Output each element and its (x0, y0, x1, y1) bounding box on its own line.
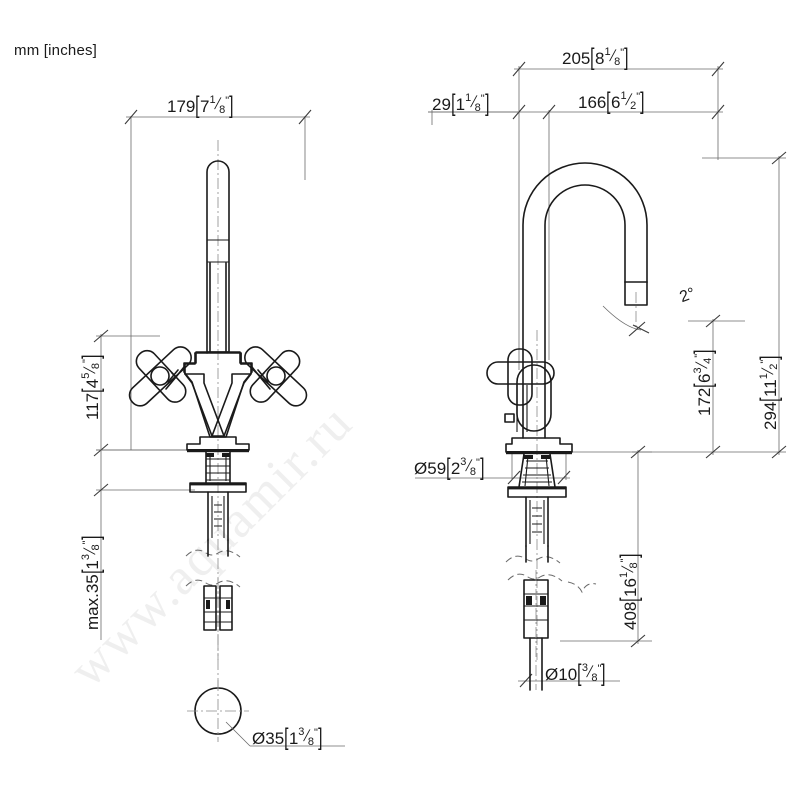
handle-side (486, 348, 555, 439)
dimension-spout-outlet-height: 172 [ 6 3/4 " ] (690, 349, 717, 416)
outlet-angle-annotation (602, 305, 650, 337)
hose-connector-side (507, 570, 597, 691)
handle-right (244, 346, 308, 407)
hose-connector-front (185, 578, 241, 640)
mounting-shank-side (505, 453, 567, 564)
dimension-overall-depth: 205 [ 8 1/8 " ] (562, 44, 629, 71)
dimension-base-diameter: Ø 59 [ 2 3/8 " ] (414, 454, 485, 481)
front-elevation-view (93, 109, 345, 747)
dimension-max-deck-thickness: max. 35 [ 1 3/8 " ] (78, 535, 105, 630)
dimension-overall-height: 294 [ 11 1/2 " ] (756, 355, 783, 430)
dimension-supply-connection-diameter: Ø 10 [ 3/8 " ] (545, 660, 606, 687)
dimension-handle-height: 117 [ 4 5/8 " ] (78, 354, 105, 420)
gooseneck-spout (522, 162, 648, 371)
handle-left (128, 346, 192, 407)
side-elevation-view (415, 61, 787, 691)
dimension-hole-diameter: Ø 35 [ 1 3/8 " ] (252, 724, 323, 751)
mounting-shank-front (185, 451, 247, 558)
dimension-spout-projection: 166 [ 6 1/2 " ] (578, 88, 645, 115)
dimension-width-overall: 179 [ 7 1/8 " ] (167, 92, 234, 119)
unit-note: mm [inches] (14, 42, 98, 59)
dimension-rear-offset: 29 [ 1 1/8 " ] (432, 90, 490, 117)
dimension-supply-hose-length: 408 [ 16 1/8 " ] (616, 553, 643, 630)
